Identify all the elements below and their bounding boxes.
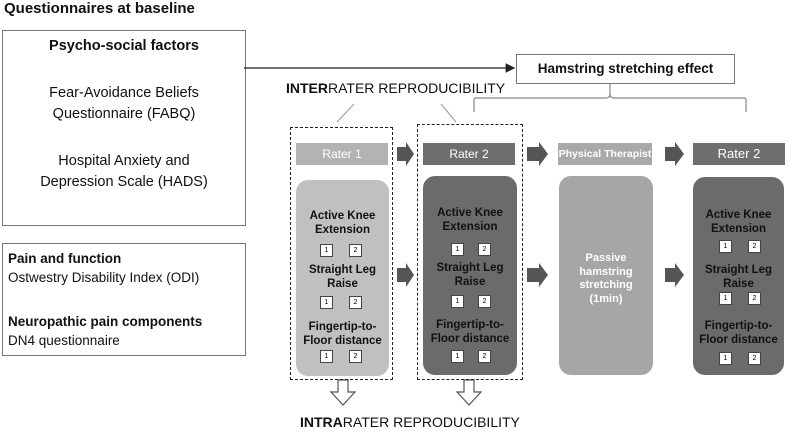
psycho-social-title: Psycho-social factors <box>49 38 199 54</box>
ftf-label: Fingertip-to-Floor distance <box>699 320 778 346</box>
inter-rest: RATER REPRODUCIBILITY <box>328 80 506 96</box>
ake-check-1[interactable]: 1 <box>451 243 464 256</box>
slr-check-2[interactable]: 2 <box>478 295 491 308</box>
psycho-social-box: Psycho-social factors Fear-Avoidance Bel… <box>2 30 246 226</box>
inter-rater-label: INTERRATER REPRODUCIBILITY <box>286 80 505 96</box>
intra-arrow-left <box>329 379 357 406</box>
odi-item: Ostwestry Disability Index (ODI) <box>8 270 200 285</box>
slr-check-1[interactable]: 1 <box>719 292 732 305</box>
arrow-p2 <box>527 263 548 287</box>
hads-item: Hospital Anxiety and Depression Scale (H… <box>3 151 245 193</box>
slr-check-1[interactable]: 1 <box>320 296 333 309</box>
hads-line-2: Depression Scale (HADS) <box>40 174 208 190</box>
fabq-item: Fear-Avoidance Beliefs Questionnaire (FA… <box>3 83 245 125</box>
arrow-h1 <box>397 142 414 166</box>
pain-function-box: Pain and function Ostwestry Disability I… <box>2 243 246 356</box>
intra-bold: INTRA <box>300 414 343 430</box>
panel-arrows <box>397 263 684 287</box>
ake-check-2[interactable]: 2 <box>748 240 761 253</box>
rater2-post-header: Rater 2 <box>693 143 785 165</box>
fabq-line-2: Questionnaire (FABQ) <box>52 106 196 122</box>
inter-pointer-left <box>336 103 355 123</box>
ftf-check-2[interactable]: 2 <box>748 352 761 365</box>
inter-bold: INTER <box>286 80 328 96</box>
inter-pointer-right <box>440 103 457 123</box>
ftf-check-1[interactable]: 1 <box>719 352 732 365</box>
ftf-check-1[interactable]: 1 <box>320 350 333 363</box>
slr-check-2[interactable]: 2 <box>349 296 362 309</box>
neuropathic-title: Neuropathic pain components <box>8 314 203 329</box>
intra-rater-label: INTRARATER REPRODUCIBILITY <box>300 414 520 430</box>
ftf-label: Fingertip-to-Floor distance <box>303 321 382 347</box>
dn4-item: DN4 questionnaire <box>8 333 120 348</box>
fabq-line-1: Fear-Avoidance Beliefs <box>49 85 199 101</box>
intra-arrow-right <box>455 379 483 406</box>
ftf-label: Fingertip-to-Floor distance <box>430 319 510 345</box>
slr-check-1[interactable]: 1 <box>451 295 464 308</box>
arrow-h3 <box>665 142 684 166</box>
ake-check-1[interactable]: 1 <box>719 240 732 253</box>
pain-function-title: Pain and function <box>8 251 122 266</box>
slr-check-2[interactable]: 2 <box>748 292 761 305</box>
ftf-check-2[interactable]: 2 <box>478 350 491 363</box>
hamstring-brace <box>473 93 747 112</box>
ftf-check-2[interactable]: 2 <box>349 350 362 363</box>
hads-line-1: Hospital Anxiety and <box>58 153 190 169</box>
arrow-h2 <box>527 142 548 166</box>
ake-check-1[interactable]: 1 <box>320 244 333 257</box>
rater2-header: Rater 2 <box>423 143 515 165</box>
intra-rest: RATER REPRODUCIBILITY <box>342 414 520 430</box>
hamstring-effect-label: Hamstring stretching effect <box>537 61 714 76</box>
ake-check-2[interactable]: 2 <box>349 244 362 257</box>
arrow-p1 <box>397 263 414 287</box>
arrow-p3 <box>665 263 684 287</box>
rater1-dashed-group <box>290 127 393 380</box>
physical-therapist-header: Physical Therapist <box>558 143 652 165</box>
page-heading: Questionnaires at baseline <box>4 0 195 17</box>
ftf-check-1[interactable]: 1 <box>451 350 464 363</box>
rater1-header: Rater 1 <box>296 143 388 165</box>
header-arrows <box>397 142 684 166</box>
rater2-dashed-group <box>417 124 523 380</box>
ake-check-2[interactable]: 2 <box>478 243 491 256</box>
hamstring-effect-box: Hamstring stretching effect <box>516 54 735 84</box>
